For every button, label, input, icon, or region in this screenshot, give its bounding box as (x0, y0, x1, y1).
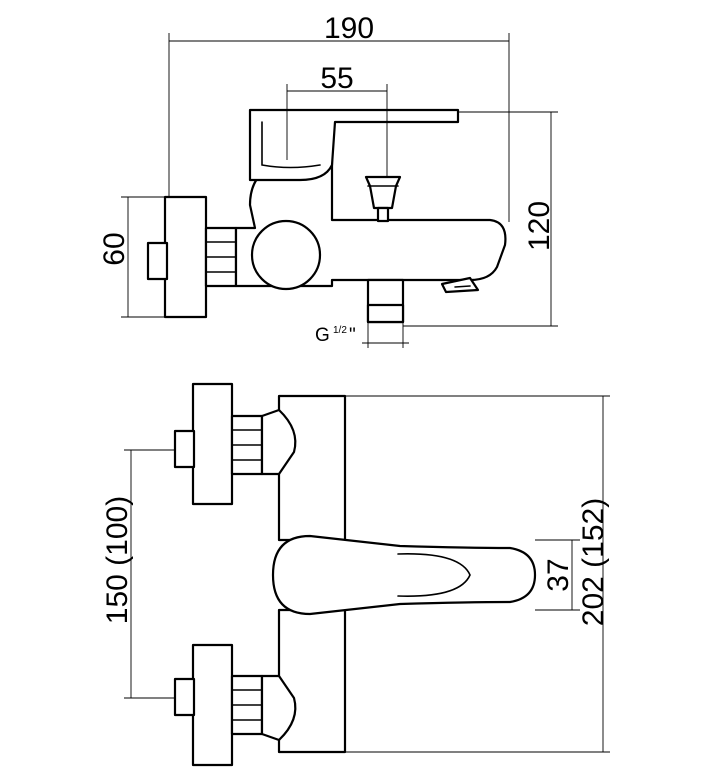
inlet-stub-upper (173, 429, 196, 469)
diverter-stem-top (376, 206, 390, 223)
lever-handle-highlight (397, 553, 471, 597)
wall-flange-top (163, 195, 208, 319)
bottom-view: 150 (100) 37 202 (152) (101, 382, 610, 767)
thread-letter: G (315, 325, 330, 346)
dim-label-handle-offset: 55 (320, 62, 353, 95)
bottom-outlet-nut (366, 303, 405, 324)
dim-label-connection-spacing: 150 (100) (101, 496, 134, 624)
dim-label-overall-length: 202 (152) (577, 498, 610, 626)
cartridge-cap-top (250, 219, 322, 291)
lever-handle-bottom (271, 534, 537, 616)
mixer-body-bottom-lower (277, 608, 347, 754)
mixer-body-bottom (277, 394, 347, 542)
inlet-stub-top (146, 241, 169, 281)
thread-size: 1/2 (333, 325, 347, 336)
dim-label-handle-width: 37 (542, 558, 575, 591)
spout-outlet-line (454, 285, 471, 288)
lever-handle-top (248, 108, 460, 182)
spout-outlet-top (440, 276, 480, 294)
thread-mark: " (349, 325, 356, 346)
connector-lower (260, 674, 297, 742)
dim-label-height: 120 (523, 201, 556, 251)
inlet-stub-lower (173, 677, 196, 717)
lever-handle-edge (261, 121, 321, 169)
diverter-knob-top (364, 175, 402, 210)
dim-label-overall-width: 190 (324, 12, 374, 45)
top-view: 190 55 120 60 G 1/2 " (98, 12, 558, 348)
connector-upper (260, 408, 297, 476)
wall-flange-lower (191, 643, 234, 767)
dim-label-flange-height: 60 (98, 232, 131, 265)
wall-flange-upper (191, 382, 234, 506)
